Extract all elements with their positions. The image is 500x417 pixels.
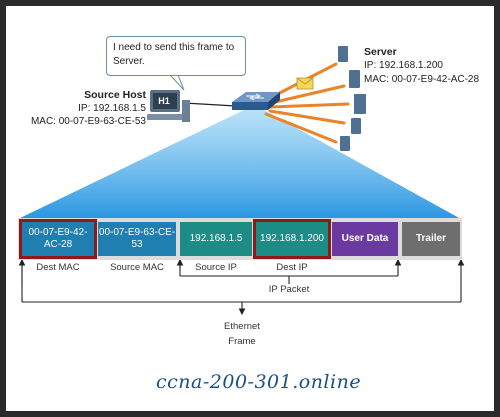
dest-ip-value: 192.168.1.200 [260,233,324,244]
server-icon [338,46,366,151]
source-host-mac: MAC: 00-07-E9-63-CE-53 [30,116,146,127]
server-ip: IP: 192.168.1.200 [364,60,443,71]
ip-packet-label: IP Packet [268,284,310,295]
source-host-title: Source Host [84,89,146,101]
server-title: Server [364,46,397,58]
source-ip-value: 192.168.1.5 [189,233,243,244]
server-mac: MAC: 00-07-E9-42-AC-28 [364,74,480,85]
source-mac-value: 00-07-E9-63-CE-53 [98,227,176,250]
watermark: ccna-200-301.online [156,371,362,393]
dest-mac-value: 00-07-E9-42-AC-28 [28,227,88,250]
envelope-icon [296,77,314,90]
frame-arrows [18,258,465,316]
user-data-field: User Data [332,222,398,256]
pc-icon [147,90,190,122]
switch-icon [232,92,280,110]
frame-beam [18,110,461,219]
dest-mac-field: 00-07-E9-42-AC-28 [19,219,97,259]
dest-ip-caption: Dest IP [276,262,308,273]
source-ip-field: 192.168.1.5 [180,222,252,256]
pc-label: H1 [158,96,170,106]
diagram: I need to send this frame to Server. H1 … [6,6,494,411]
source-mac-caption: Source MAC [110,262,164,273]
source-host-ip: IP: 192.168.1.5 [78,103,146,114]
ethernet-label: Ethernet [224,321,260,332]
trailer-field: Trailer [402,222,460,256]
trailer-value: Trailer [415,233,447,244]
dest-mac-caption: Dest MAC [36,262,80,273]
dest-ip-field: 192.168.1.200 [253,219,331,259]
source-mac-field: 00-07-E9-63-CE-53 [98,222,176,256]
source-ip-caption: Source IP [195,262,237,273]
frame-label: Frame [228,336,256,347]
speech-bubble: I need to send this frame to Server. [106,36,246,76]
host-switch-link [183,102,237,107]
network-illustration [18,46,465,316]
user-data-value: User Data [341,233,389,244]
